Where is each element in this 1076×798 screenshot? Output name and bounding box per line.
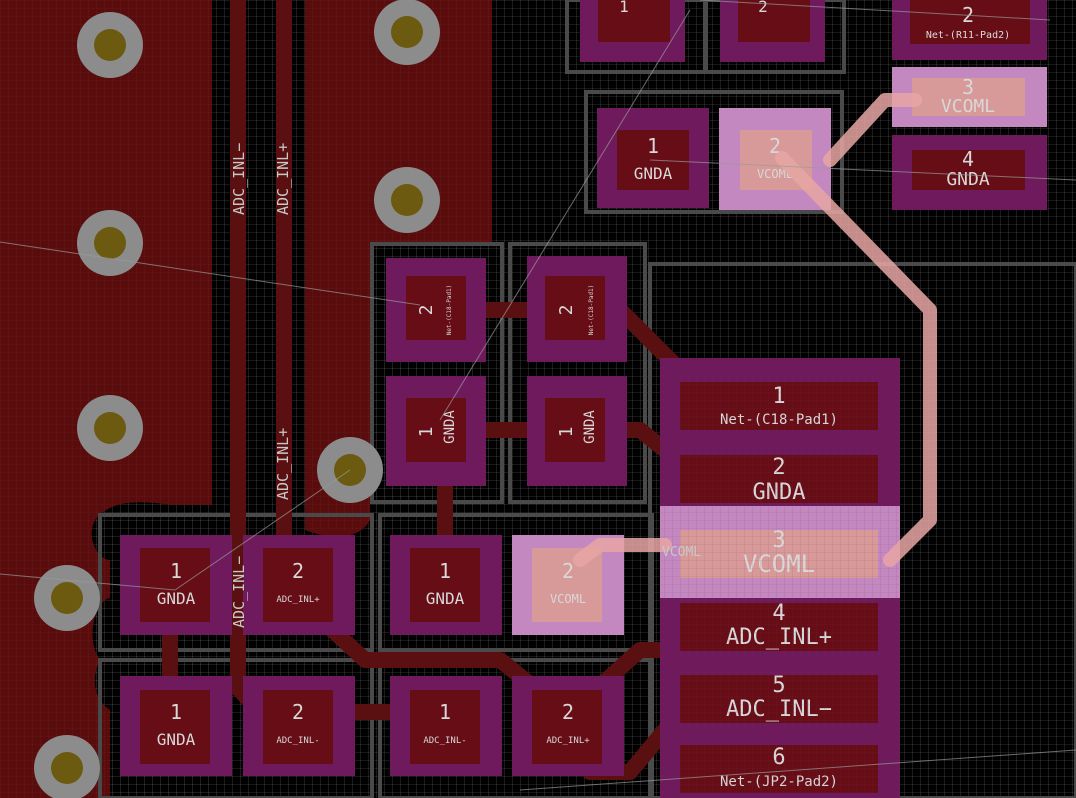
pad-number: 2 <box>556 305 577 316</box>
pad-net: ADC_INL+ <box>276 595 320 605</box>
connector-mask-grid <box>660 358 900 798</box>
via[interactable] <box>34 735 100 798</box>
pad-net: Net-(C18-Pad1) <box>446 285 453 336</box>
pad-net: VCOML <box>757 167 793 181</box>
row2-pad-c[interactable]: 1 ADC_INL- <box>390 676 502 776</box>
trace-label-inl-minus-low: ADC_INL− <box>230 556 248 628</box>
pad-number: 2 <box>758 0 768 16</box>
middle-pad-d[interactable]: 1 GNDA <box>527 376 627 486</box>
pad-number: 1 <box>170 559 182 583</box>
via[interactable] <box>77 395 143 461</box>
pad-number: 3 <box>962 75 974 99</box>
pad-number: 1 <box>619 0 629 16</box>
pad-number: 2 <box>292 559 304 583</box>
pad-net: GNDA <box>442 410 458 444</box>
pad-number: 2 <box>562 700 574 724</box>
pad-number: 2 <box>292 700 304 724</box>
pad-number: 1 <box>170 700 182 724</box>
pad-net: GNDA <box>946 169 990 190</box>
pad-net: GNDA <box>157 730 196 749</box>
row2-pad-a[interactable]: 1 GNDA <box>120 676 232 776</box>
top-pad-1[interactable]: 1 <box>619 0 629 16</box>
via[interactable] <box>34 565 100 631</box>
trace-label-inl-plus: ADC_INL+ <box>274 143 292 215</box>
row1-pad-c[interactable]: 1 GNDA <box>390 535 502 635</box>
pad-net: ADC_INL- <box>276 736 319 746</box>
trace-label-vcoml: VCOML <box>662 545 701 560</box>
upper-pad-gnda[interactable]: 1 GNDA <box>597 108 709 208</box>
via[interactable] <box>374 0 440 65</box>
via[interactable] <box>374 167 440 233</box>
pad-number: 1 <box>556 427 577 438</box>
pad-number: 1 <box>647 134 659 158</box>
pad-net: GNDA <box>157 589 196 608</box>
pad-net: GNDA <box>426 589 465 608</box>
trace-label-inl-minus: ADC_INL− <box>230 143 248 215</box>
pad-number: 2 <box>769 134 781 158</box>
pad-net: GNDA <box>634 164 673 183</box>
pad-net: ADC_INL+ <box>546 736 590 746</box>
pad-number: 1 <box>416 427 437 438</box>
row1-pad-a[interactable]: 1 GNDA <box>120 535 232 635</box>
vcoml-highlight-track[interactable] <box>573 93 937 567</box>
middle-pad-b[interactable]: 2 Net-(C18-Pad1) <box>527 256 627 362</box>
pad-net: ADC_INL- <box>423 736 466 746</box>
pad-net: GNDA <box>582 410 598 444</box>
trace-label-inl-plus-mid: ADC_INL+ <box>274 428 292 500</box>
middle-pad-a[interactable]: 2 Net-(C18-Pad1) <box>386 258 486 362</box>
via[interactable] <box>77 210 143 276</box>
row2-pad-d[interactable]: 2 ADC_INL+ <box>512 676 624 776</box>
row1-pad-b[interactable]: 2 ADC_INL+ <box>243 535 355 635</box>
pad-net: VCOML <box>941 96 995 117</box>
pad-net: Net-(R11-Pad2) <box>926 30 1010 41</box>
pad-number: 1 <box>439 559 451 583</box>
top-pad-2[interactable]: 2 <box>758 0 768 16</box>
pad-number: 1 <box>439 700 451 724</box>
middle-pad-c[interactable]: 1 GNDA <box>386 376 486 486</box>
top-pads <box>580 0 1047 62</box>
pad-number: 2 <box>562 559 574 583</box>
pad-net: Net-(C18-Pad1) <box>588 285 595 336</box>
pad-number: 4 <box>962 147 974 171</box>
pad-number: 2 <box>416 305 437 316</box>
row2-pad-b[interactable]: 2 ADC_INL- <box>243 676 355 776</box>
pad-net: VCOML <box>550 592 586 606</box>
via[interactable] <box>77 12 143 78</box>
